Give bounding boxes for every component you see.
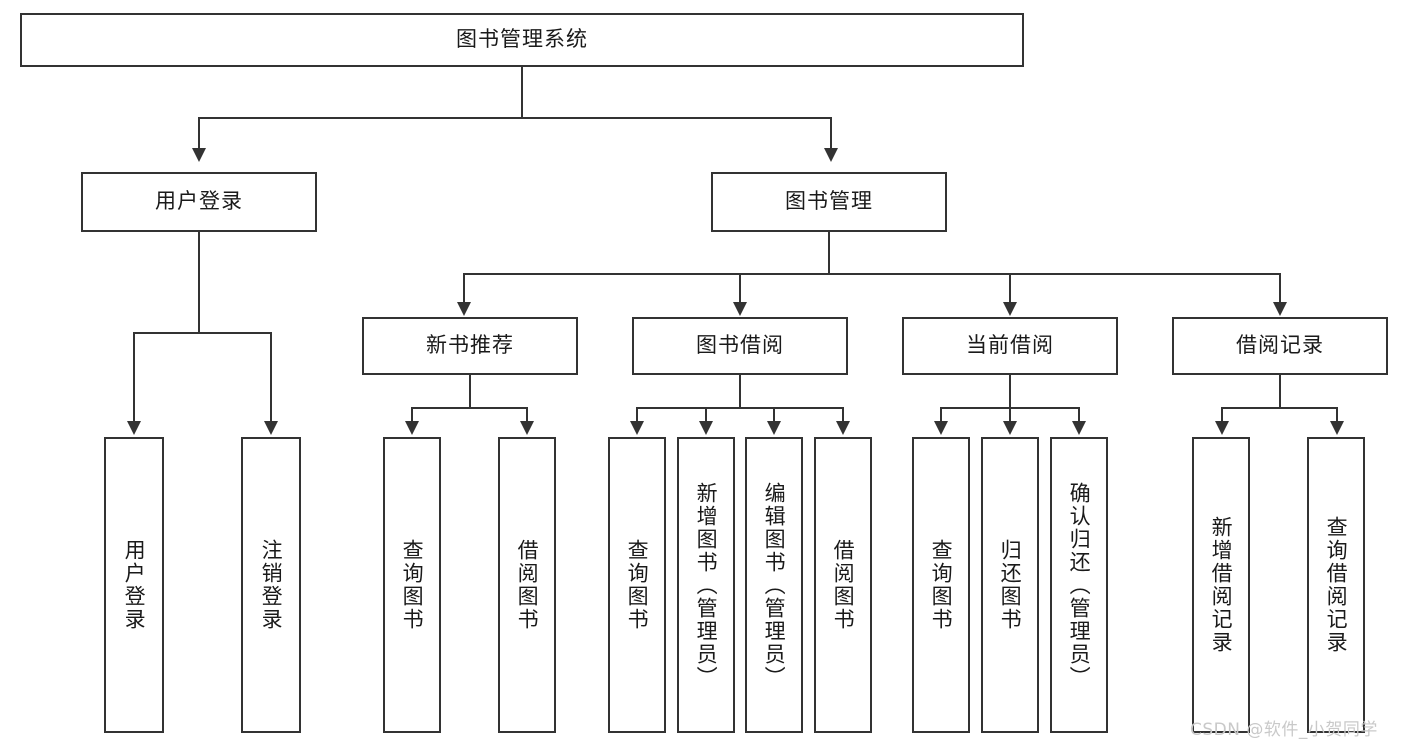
arrow-user-login-to-leaf-1 [127,421,141,435]
arrow-br-to-leaf-2 [1330,421,1344,435]
edge-borrow-record-bar [1221,407,1338,409]
arrow-br-to-leaf-1 [1215,421,1229,435]
arrow-bm-to-new-book-recommend [457,302,471,316]
node-label: 用户登录 [155,189,243,214]
edge-root-stem [521,67,523,118]
node-label: 查询图书 [400,539,425,631]
leaf-borrow-book-2[interactable]: 借阅图书 [814,437,872,733]
edge-bm-to-borrow-record [1279,273,1281,304]
edge-cb-to-leaf-2 [1009,407,1011,423]
leaf-user-login[interactable]: 用户登录 [104,437,164,733]
node-label: 注销登录 [259,539,284,631]
node-book-borrow[interactable]: 图书借阅 [632,317,848,375]
node-label: 新书推荐 [426,333,514,358]
leaf-query-book-3[interactable]: 查询图书 [912,437,970,733]
arrow-cb-to-leaf-2 [1003,421,1017,435]
edge-bm-to-new-book-recommend [463,273,465,304]
node-label: 编辑图书（管理员） [762,481,787,689]
edge-book-management-stem [828,232,830,274]
leaf-logout[interactable]: 注销登录 [241,437,301,733]
edge-cb-to-leaf-3 [1078,407,1080,423]
edge-root-to-book-management [830,117,832,150]
node-label: 用户登录 [122,539,147,631]
arrow-bb-to-leaf-4 [836,421,850,435]
leaf-confirm-return[interactable]: 确认归还（管理员） [1050,437,1108,733]
arrow-user-login-to-leaf-2 [264,421,278,435]
node-label: 确认归还（管理员） [1067,481,1092,689]
edge-user-login-to-leaf-2 [270,332,272,423]
arrow-bm-to-borrow-record [1273,302,1287,316]
node-label: 图书管理 [785,189,873,214]
edge-user-login-to-leaf-1 [133,332,135,423]
arrow-nbr-to-leaf-1 [405,421,419,435]
node-label: 查询图书 [929,539,954,631]
arrow-bb-to-leaf-3 [767,421,781,435]
edge-bm-to-current-borrow [1009,273,1011,304]
edge-book-borrow-bar [636,407,844,409]
edge-book-management-bar [463,273,1281,275]
edge-nbr-to-leaf-2 [526,407,528,423]
node-label: 查询借阅记录 [1324,516,1349,654]
edge-bb-to-leaf-3 [773,407,775,423]
leaf-add-book[interactable]: 新增图书（管理员） [677,437,735,733]
node-user-login[interactable]: 用户登录 [81,172,317,232]
edge-root-to-user-login [198,117,200,150]
leaf-query-book-1[interactable]: 查询图书 [383,437,441,733]
arrow-cb-to-leaf-1 [934,421,948,435]
leaf-query-borrow-record[interactable]: 查询借阅记录 [1307,437,1365,733]
edge-br-to-leaf-2 [1336,407,1338,423]
edge-current-borrow-stem [1009,375,1011,408]
leaf-query-book-2[interactable]: 查询图书 [608,437,666,733]
watermark: CSDN @软件_小贺同学 [1190,720,1378,740]
node-label: 借阅图书 [831,539,856,631]
edge-new-book-recommend-stem [469,375,471,408]
edge-nbr-to-leaf-1 [411,407,413,423]
arrow-bb-to-leaf-1 [630,421,644,435]
node-label: 归还图书 [998,539,1023,631]
arrow-bm-to-current-borrow [1003,302,1017,316]
node-label: 新增借阅记录 [1209,516,1234,654]
node-current-borrow[interactable]: 当前借阅 [902,317,1118,375]
node-label: 图书管理系统 [456,27,588,52]
arrow-bm-to-book-borrow [733,302,747,316]
edge-cb-to-leaf-1 [940,407,942,423]
edge-root-bar [198,117,832,119]
edge-bb-to-leaf-4 [842,407,844,423]
edge-user-login-stem [198,232,200,333]
edge-bb-to-leaf-2 [705,407,707,423]
leaf-borrow-book-1[interactable]: 借阅图书 [498,437,556,733]
edge-borrow-record-stem [1279,375,1281,408]
arrow-nbr-to-leaf-2 [520,421,534,435]
node-label: 借阅图书 [515,539,540,631]
node-borrow-record[interactable]: 借阅记录 [1172,317,1388,375]
node-book-management-system[interactable]: 图书管理系统 [20,13,1024,67]
node-new-book-recommend[interactable]: 新书推荐 [362,317,578,375]
arrow-root-to-user-login [192,148,206,162]
node-label: 查询图书 [625,539,650,631]
node-label: 新增图书（管理员） [694,481,719,689]
leaf-edit-book[interactable]: 编辑图书（管理员） [745,437,803,733]
leaf-return-book[interactable]: 归还图书 [981,437,1039,733]
arrow-bb-to-leaf-2 [699,421,713,435]
edge-new-book-recommend-bar [411,407,528,409]
node-label: 当前借阅 [966,333,1054,358]
edge-book-borrow-stem [739,375,741,408]
arrow-cb-to-leaf-3 [1072,421,1086,435]
edge-br-to-leaf-1 [1221,407,1223,423]
node-label: 借阅记录 [1236,333,1324,358]
node-label: 图书借阅 [696,333,784,358]
node-book-management[interactable]: 图书管理 [711,172,947,232]
leaf-add-borrow-record[interactable]: 新增借阅记录 [1192,437,1250,733]
arrow-root-to-book-management [824,148,838,162]
edge-user-login-bar [133,332,272,334]
edge-bb-to-leaf-1 [636,407,638,423]
edge-bm-to-book-borrow [739,273,741,304]
